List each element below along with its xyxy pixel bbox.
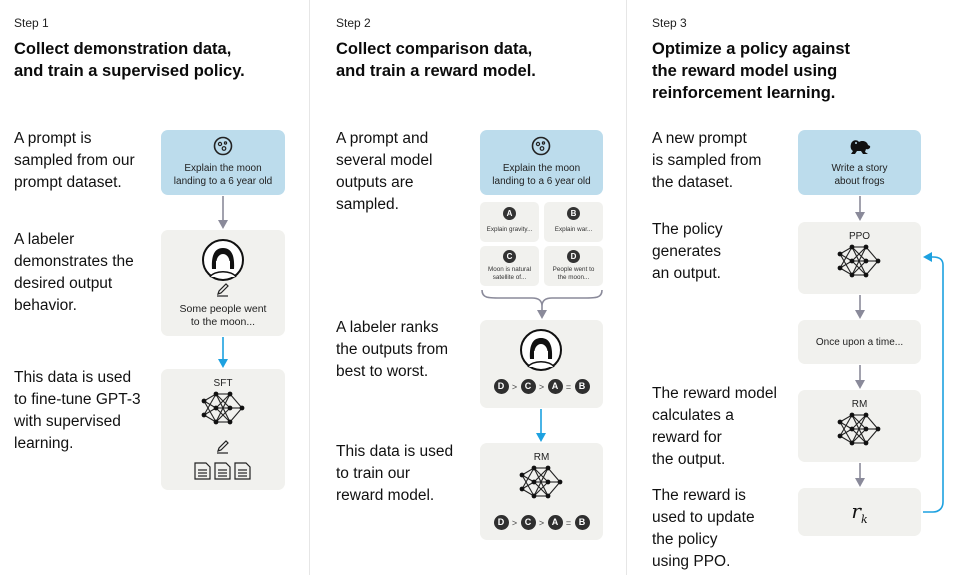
reward-symbol: rk bbox=[851, 499, 868, 526]
step3-label: Step 3 bbox=[652, 16, 687, 30]
rm-label: RM bbox=[533, 452, 550, 463]
step2-rm-box: RM D> C> A= B bbox=[480, 443, 603, 540]
rm-label: RM bbox=[851, 399, 868, 410]
person-avatar-icon bbox=[520, 329, 562, 371]
moon-icon bbox=[531, 136, 551, 156]
arrow-down bbox=[855, 295, 865, 319]
step2-label: Step 2 bbox=[336, 16, 371, 30]
neural-network-icon bbox=[201, 391, 245, 425]
arrow-down bbox=[855, 463, 865, 487]
ranking-row: D> C> A= B bbox=[480, 379, 603, 394]
output-option-a: A Explain gravity... bbox=[480, 202, 539, 242]
documents-icon bbox=[194, 462, 251, 480]
arrow-down-cyan bbox=[218, 337, 228, 368]
frog-icon bbox=[850, 140, 871, 154]
step3-reward-box: rk bbox=[798, 488, 921, 536]
ppo-label: PPO bbox=[848, 231, 871, 242]
pencil-icon bbox=[217, 440, 229, 454]
brace-connector bbox=[481, 289, 603, 319]
neural-network-icon bbox=[519, 465, 563, 499]
arrow-down bbox=[218, 196, 228, 229]
arrow-down-cyan bbox=[536, 409, 546, 442]
step1-title: Collect demonstration data,and train a s… bbox=[14, 40, 245, 80]
arrow-down bbox=[855, 365, 865, 389]
step3-rm-box: RM bbox=[798, 390, 921, 462]
step2-title: Collect comparison data,and train a rewa… bbox=[336, 40, 536, 80]
column-divider-2 bbox=[626, 0, 627, 575]
column-divider-1 bbox=[309, 0, 310, 575]
neural-network-icon bbox=[837, 244, 881, 278]
person-avatar-icon bbox=[202, 239, 244, 281]
step1-sft-box: SFT bbox=[161, 369, 285, 490]
arrow-down bbox=[855, 196, 865, 221]
output-option-b: B Explain war... bbox=[544, 202, 603, 242]
feedback-loop-arrow bbox=[923, 252, 944, 513]
sft-label: SFT bbox=[213, 378, 233, 389]
step2-labeler-box: D> C> A= B bbox=[480, 320, 603, 408]
step3-output-box: Once upon a time... bbox=[798, 320, 921, 364]
neural-network-icon bbox=[837, 412, 881, 446]
pencil-icon bbox=[217, 283, 229, 297]
moon-icon bbox=[213, 136, 233, 156]
ranking-row: D> C> A= B bbox=[480, 515, 603, 530]
step3-ppo-box: PPO bbox=[798, 222, 921, 294]
step1-label: Step 1 bbox=[14, 16, 49, 30]
